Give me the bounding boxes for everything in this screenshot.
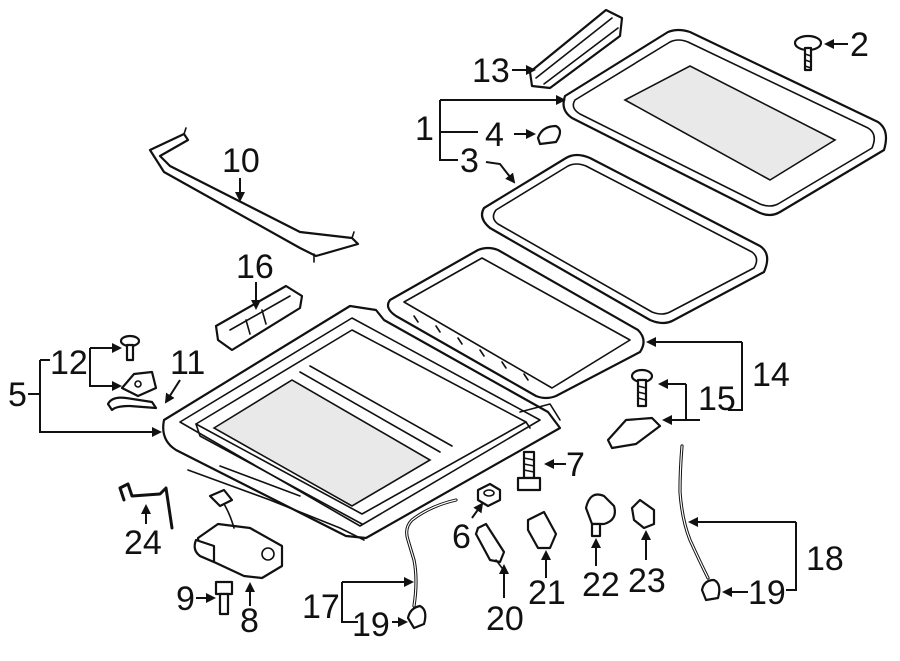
- sunroof-inner-frame: [386, 246, 645, 400]
- screw-part-2: [793, 34, 823, 72]
- hose-part-24: [118, 482, 174, 530]
- callout-16: 16: [236, 248, 274, 286]
- seal-strip-part-11: [106, 396, 158, 412]
- screw-part-12: [119, 334, 141, 362]
- cover-part-21: [526, 510, 558, 550]
- clip-part-23: [630, 498, 656, 530]
- callout-19-right: 19: [748, 574, 786, 612]
- wind-deflector: [528, 8, 624, 90]
- callout-18: 18: [806, 540, 844, 578]
- bracket-part-15: [606, 416, 662, 450]
- callout-numbers: 1 2 3 4 5 6 7 8 9 10 11 12 13 14 15 16 1…: [8, 26, 869, 644]
- bolt-part-7: [516, 450, 542, 492]
- callout-11: 11: [170, 344, 205, 382]
- sunroof-frame-assembly: [162, 304, 562, 541]
- callout-9: 9: [176, 580, 195, 618]
- rail-trim-part-10: [148, 127, 360, 263]
- callout-24: 24: [124, 524, 162, 562]
- callout-15: 15: [698, 380, 736, 418]
- drain-hose-part-17: [405, 498, 458, 608]
- callout-3: 3: [460, 142, 479, 180]
- nut-part-6: [476, 482, 502, 508]
- bracket-part-16: [214, 284, 304, 352]
- callout-13: 13: [472, 52, 510, 90]
- sensor-part-20: [474, 522, 506, 569]
- callout-20: 20: [486, 600, 524, 638]
- bolt-part-15: [630, 368, 654, 408]
- grommet-part-19-left: [406, 604, 427, 630]
- callout-6: 6: [452, 518, 471, 556]
- callout-17: 17: [302, 588, 340, 626]
- bolt-part-9: [214, 580, 234, 616]
- callout-1: 1: [415, 110, 434, 148]
- callout-5: 5: [8, 376, 27, 414]
- sunroof-motor: [193, 488, 284, 580]
- grommet-part-19-right: [700, 578, 721, 602]
- clip-part-4: [536, 124, 562, 146]
- leader-lines: [28, 39, 848, 627]
- callout-21: 21: [528, 574, 566, 612]
- callout-19-left: 19: [352, 606, 390, 644]
- callout-8: 8: [240, 602, 259, 640]
- callout-12: 12: [50, 344, 88, 382]
- glass-panel: [562, 28, 888, 217]
- mount-bracket-part-12: [120, 370, 158, 398]
- callout-23: 23: [628, 562, 666, 600]
- callout-2: 2: [850, 26, 869, 64]
- callout-4: 4: [485, 116, 504, 154]
- callout-14: 14: [752, 356, 790, 394]
- drain-hose-part-18: [678, 444, 710, 580]
- callout-7: 7: [566, 446, 585, 484]
- glass-seal: [480, 153, 769, 325]
- callout-22: 22: [582, 566, 620, 604]
- clip-part-22: [584, 493, 616, 538]
- callout-10: 10: [222, 142, 260, 180]
